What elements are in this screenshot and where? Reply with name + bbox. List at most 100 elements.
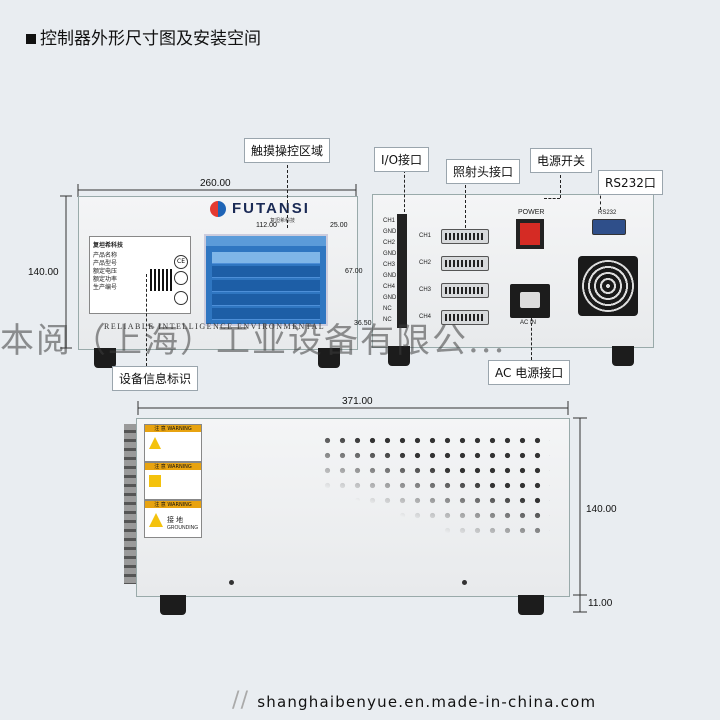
screw-icon bbox=[462, 580, 467, 585]
leader-line bbox=[531, 318, 532, 360]
screen-row bbox=[212, 252, 320, 264]
footer-url: //shanghaibenyue.en.made-in-china.com bbox=[232, 688, 597, 713]
terminal-block bbox=[397, 214, 407, 328]
watermark-text: 本阅（上海）工业设备有限公... bbox=[0, 321, 507, 361]
power-label: POWER bbox=[518, 209, 545, 216]
terminal-label: GND bbox=[383, 251, 397, 257]
terminal-label: NC bbox=[383, 306, 392, 312]
callout-device-id: 设备信息标识 bbox=[112, 366, 199, 391]
front-slogan: RELIABLE INTELLIGENCE ENVIRONMENTAL bbox=[104, 322, 326, 331]
leader-line bbox=[465, 180, 466, 228]
device-label: 复坦希科技 产品名称 产品型号 额定电压 额定功率 生产编号 CE bbox=[89, 236, 191, 314]
screw-icon bbox=[229, 580, 234, 585]
rs232-port[interactable] bbox=[592, 219, 626, 235]
warning-label-3: 注 意 WARNING 接 地 GROUNDING bbox=[144, 500, 202, 538]
leader-line bbox=[404, 170, 405, 212]
screen-row bbox=[212, 280, 320, 292]
channel-connector-3[interactable] bbox=[441, 283, 489, 298]
channel-connector-2[interactable] bbox=[441, 256, 489, 271]
vent-holes-icon bbox=[320, 433, 550, 533]
power-switch-rocker bbox=[520, 223, 540, 245]
front-height-dim: 140.00 bbox=[28, 267, 59, 278]
cert-mark-icon bbox=[174, 291, 188, 305]
terminal-label: CH2 bbox=[383, 240, 396, 246]
label-row: 产品型号 bbox=[93, 261, 118, 267]
ce-mark-icon: CE bbox=[174, 255, 188, 269]
side-rear-connectors bbox=[124, 424, 136, 584]
bottom-gap-dim: 36.50 bbox=[354, 320, 372, 327]
side-foot-dim: 11.00 bbox=[588, 598, 613, 609]
brand-name: FUTANSI bbox=[232, 200, 310, 217]
page-title: 控制器外形尺寸图及安装空间 bbox=[26, 24, 261, 49]
warning-header: 注 意 WARNING bbox=[145, 425, 201, 432]
leader-line bbox=[560, 170, 561, 198]
power-switch[interactable] bbox=[516, 219, 544, 249]
back-foot-right bbox=[612, 346, 634, 366]
right-gap-dim: 25.00 bbox=[330, 222, 348, 229]
terminal-label: GND bbox=[383, 273, 397, 279]
ch-label: CH1 bbox=[419, 233, 432, 239]
leader-line bbox=[544, 198, 560, 199]
warning-label-1: 注 意 WARNING bbox=[144, 424, 202, 462]
ac-inlet-socket bbox=[520, 292, 540, 308]
qr-code-icon bbox=[150, 269, 172, 291]
callout-io: I/O接口 bbox=[374, 147, 430, 172]
fan-grille-icon bbox=[578, 256, 638, 316]
warning-header: 注 意 WARNING bbox=[145, 501, 201, 508]
brand-logo-icon bbox=[210, 201, 226, 217]
side-foot-left bbox=[160, 595, 186, 615]
screen-width-dim: 112.00 bbox=[256, 222, 277, 229]
label-row: 额定功率 bbox=[93, 277, 118, 283]
channel-connector-4[interactable] bbox=[441, 310, 489, 325]
terminal-label: GND bbox=[383, 229, 397, 235]
square-bullet-icon bbox=[26, 34, 36, 44]
tool-warning-icon bbox=[149, 475, 161, 487]
label-row: 产品名称 bbox=[93, 253, 118, 259]
terminal-label: CH3 bbox=[383, 262, 396, 268]
ground-icon bbox=[149, 513, 163, 527]
screen-row bbox=[212, 266, 320, 278]
label-row: 生产编号 bbox=[93, 285, 118, 291]
front-foot-right bbox=[318, 348, 340, 368]
ac-label: AC IN bbox=[520, 320, 537, 326]
brand-name-cn: 复坦希科技 bbox=[270, 218, 296, 224]
warning-header: 注 意 WARNING bbox=[145, 463, 201, 470]
screen-height-dim: 67.00 bbox=[345, 268, 363, 275]
touch-screen[interactable] bbox=[204, 234, 328, 326]
label-row: 额定电压 bbox=[93, 269, 118, 275]
ground-label-en: GROUNDING bbox=[167, 525, 199, 531]
callout-head-port: 照射头接口 bbox=[446, 159, 521, 184]
slash-icon: // bbox=[232, 688, 250, 713]
terminal-label: GND bbox=[383, 295, 397, 301]
side-height-dim: 140.00 bbox=[586, 504, 617, 515]
leader-line bbox=[146, 274, 147, 366]
warning-label-2: 注 意 WARNING bbox=[144, 462, 202, 500]
uv-warning-icon bbox=[149, 437, 161, 449]
ch-label: CH3 bbox=[419, 287, 432, 293]
terminal-label: CH1 bbox=[383, 218, 396, 224]
ac-inlet[interactable] bbox=[510, 284, 550, 318]
ch-label: CH4 bbox=[419, 314, 432, 320]
callout-ac: AC 电源接口 bbox=[488, 360, 571, 385]
screen-row bbox=[212, 308, 320, 320]
callout-rs232: RS232口 bbox=[598, 170, 663, 195]
screen-row bbox=[212, 294, 320, 306]
rs232-label: RS232 bbox=[598, 210, 617, 216]
ground-label: 接 地 bbox=[167, 517, 183, 524]
leader-line bbox=[600, 190, 601, 210]
leader-line bbox=[287, 160, 288, 228]
front-foot-left bbox=[94, 348, 116, 368]
side-foot-right bbox=[518, 595, 544, 615]
label-title: 复坦希科技 bbox=[93, 243, 124, 249]
callout-touch-area: 触摸操控区域 bbox=[244, 138, 331, 163]
callout-power-switch: 电源开关 bbox=[530, 148, 593, 173]
terminal-label: CH4 bbox=[383, 284, 396, 290]
back-foot-left bbox=[388, 346, 410, 366]
ch-label: CH2 bbox=[419, 260, 432, 266]
cert-mark-icon bbox=[174, 271, 188, 285]
front-width-dim: 260.00 bbox=[200, 178, 231, 189]
terminal-label: NC bbox=[383, 317, 392, 323]
channel-connector-1[interactable] bbox=[441, 229, 489, 244]
side-length-dim: 371.00 bbox=[342, 396, 373, 407]
